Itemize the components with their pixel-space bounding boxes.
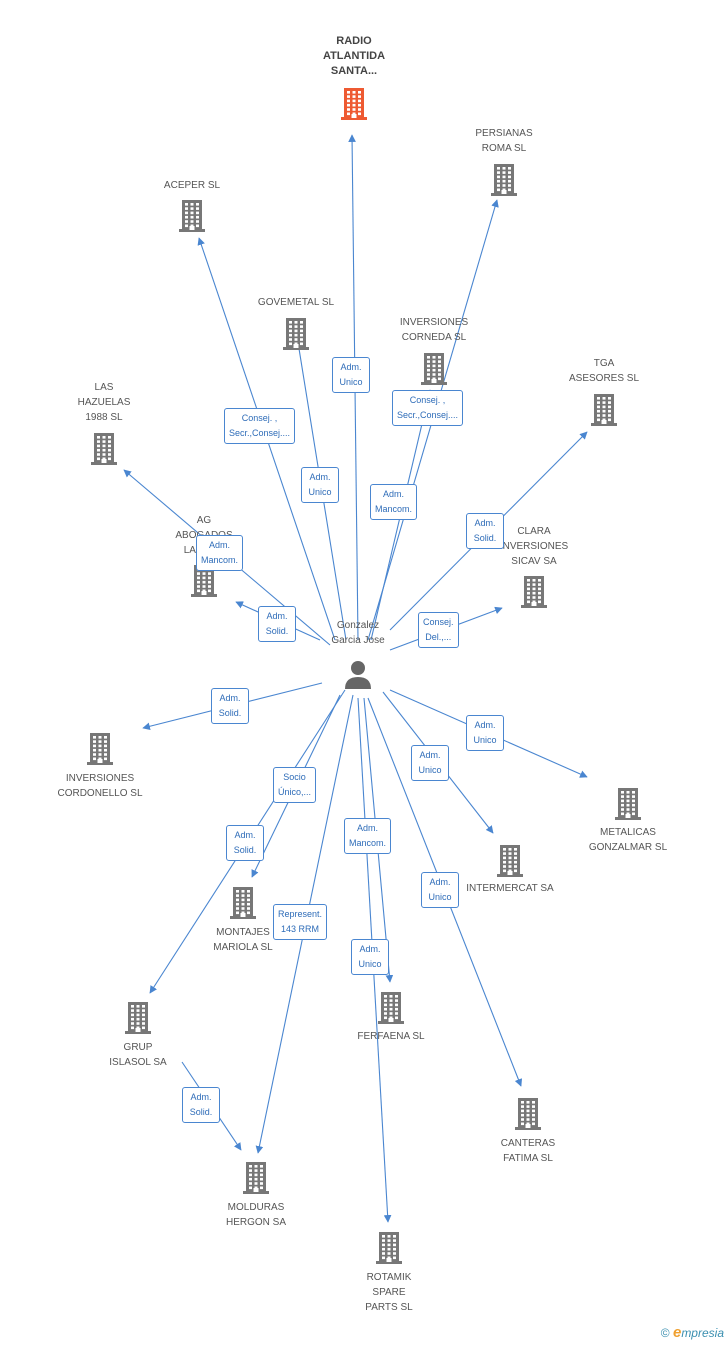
person-icon bbox=[345, 661, 371, 689]
company-node-tga-asesores[interactable]: TGA ASESORES SL bbox=[539, 356, 669, 426]
relation-label-intermercat[interactable]: Adm. Unico bbox=[411, 745, 449, 781]
relation-label-clara-inversiones[interactable]: Consej. Del.,... bbox=[418, 612, 459, 648]
relation-label-molduras-hergon[interactable]: Represent. 143 RRM bbox=[273, 904, 328, 940]
building-icon bbox=[125, 1002, 151, 1034]
company-node-aceper[interactable]: ACEPER SL bbox=[127, 178, 257, 232]
building-icon bbox=[421, 353, 447, 385]
company-label: MONTAJES MARIOLA SL bbox=[213, 927, 273, 953]
building-icon bbox=[521, 576, 547, 608]
company-node-intermercat[interactable]: INTERMERCAT SA bbox=[445, 843, 575, 896]
company-label: INTERMERCAT SA bbox=[466, 883, 554, 894]
relation-label-inversiones-cordonello[interactable]: Adm. Solid. bbox=[211, 688, 249, 724]
company-node-ferfaena[interactable]: FERFAENA SL bbox=[326, 990, 456, 1044]
company-label: TGA ASESORES SL bbox=[568, 358, 640, 384]
company-node-grup-islasol[interactable]: GRUP ISLASOL SA bbox=[73, 1000, 203, 1070]
relation-label-molduras-hergon[interactable]: Adm. Solid. bbox=[182, 1087, 220, 1123]
relation-label-grup-islasol[interactable]: Adm. Solid. bbox=[226, 825, 264, 861]
company-label: ROTAMIK SPARE PARTS SL bbox=[365, 1272, 413, 1313]
company-node-govemetal[interactable]: GOVEMETAL SL bbox=[231, 295, 361, 350]
company-node-rotamik-spare[interactable]: ROTAMIK SPARE PARTS SL bbox=[324, 1230, 454, 1315]
building-icon bbox=[230, 887, 256, 919]
building-icon bbox=[497, 845, 523, 877]
company-label: METALICAS GONZALMAR SL bbox=[588, 827, 668, 853]
brand-name: mpresia bbox=[681, 1326, 724, 1340]
building-icon bbox=[341, 88, 367, 120]
company-node-montajes-mariola[interactable]: MONTAJES MARIOLA SL bbox=[178, 885, 308, 955]
footer-brand: © empresia bbox=[661, 1324, 724, 1341]
relation-label-radio-atlantida[interactable]: Adm. Unico bbox=[332, 357, 370, 393]
copyright-symbol: © bbox=[660, 1326, 670, 1340]
brand-initial: e bbox=[672, 1324, 682, 1341]
relation-label-aceper[interactable]: Consej. , Secr.,Consej.... bbox=[224, 408, 296, 444]
relation-label-las-hazuelas[interactable]: Adm. Mancom. bbox=[196, 535, 244, 571]
company-label: INVERSIONES CORDONELLO SL bbox=[57, 773, 143, 799]
building-icon bbox=[243, 1162, 269, 1194]
relation-label-rotamik-spare[interactable]: Adm. Unico bbox=[351, 939, 389, 975]
company-label: CANTERAS FATIMA SL bbox=[500, 1138, 556, 1164]
building-icon bbox=[515, 1098, 541, 1130]
relation-label-ag-abogados[interactable]: Adm. Solid. bbox=[258, 606, 296, 642]
building-icon bbox=[376, 1232, 402, 1264]
relation-label-metalicas-gonzalmar[interactable]: Adm. Unico bbox=[466, 715, 504, 751]
company-label: MOLDURAS HERGON SA bbox=[225, 1202, 286, 1228]
company-label: PERSIANAS ROMA SL bbox=[475, 128, 533, 154]
company-node-inversiones-corneda[interactable]: INVERSIONES CORNEDA SL bbox=[369, 315, 499, 385]
relation-label-ferfaena[interactable]: Adm. Mancom. bbox=[344, 818, 392, 854]
building-icon bbox=[378, 992, 404, 1024]
relation-label-tga-asesores[interactable]: Adm. Solid. bbox=[466, 513, 504, 549]
company-label: INVERSIONES CORNEDA SL bbox=[399, 317, 469, 343]
company-label: FERFAENA SL bbox=[357, 1031, 425, 1042]
company-node-radio-atlantida[interactable]: RADIO ATLANTIDA SANTA... bbox=[289, 34, 419, 120]
company-label: GOVEMETAL SL bbox=[257, 297, 335, 308]
relation-label-govemetal[interactable]: Adm. Unico bbox=[301, 467, 339, 503]
building-icon bbox=[179, 200, 205, 232]
building-icon bbox=[491, 164, 517, 196]
relation-label-inversiones-corneda[interactable]: Adm. Mancom. bbox=[370, 484, 418, 520]
company-label: ACEPER SL bbox=[163, 180, 221, 191]
company-node-persianas-roma[interactable]: PERSIANAS ROMA SL bbox=[439, 126, 569, 196]
building-icon bbox=[615, 788, 641, 820]
company-node-canteras-fatima[interactable]: CANTERAS FATIMA SL bbox=[463, 1096, 593, 1166]
relation-label-montajes-mariola[interactable]: Socio Único,... bbox=[273, 767, 317, 803]
company-label: RADIO ATLANTIDA SANTA... bbox=[322, 35, 386, 77]
building-icon bbox=[91, 433, 117, 465]
company-node-metalicas-gonzalmar[interactable]: METALICAS GONZALMAR SL bbox=[563, 786, 693, 855]
building-icon bbox=[283, 318, 309, 350]
company-label: GRUP ISLASOL SA bbox=[109, 1042, 167, 1068]
company-label: CLARA INVERSIONES SICAV SA bbox=[499, 526, 569, 567]
company-node-molduras-hergon[interactable]: MOLDURAS HERGON SA bbox=[191, 1160, 321, 1230]
company-label: LAS HAZUELAS 1988 SL bbox=[77, 382, 131, 423]
person-label: Gonzalez Garcia Jose bbox=[331, 620, 385, 646]
company-node-inversiones-cordonello[interactable]: INVERSIONES CORDONELLO SL bbox=[35, 731, 165, 801]
relation-label-canteras-fatima[interactable]: Adm. Unico bbox=[421, 872, 459, 908]
person-node[interactable]: Gonzalez Garcia Jose bbox=[293, 618, 423, 692]
building-icon bbox=[591, 394, 617, 426]
company-node-clara-inversiones[interactable]: CLARA INVERSIONES SICAV SA bbox=[469, 524, 599, 608]
company-node-las-hazuelas[interactable]: LAS HAZUELAS 1988 SL bbox=[39, 380, 169, 465]
building-icon bbox=[87, 733, 113, 765]
building-icon bbox=[191, 565, 217, 597]
relation-label-persianas-roma[interactable]: Consej. , Secr.,Consej.... bbox=[392, 390, 464, 426]
